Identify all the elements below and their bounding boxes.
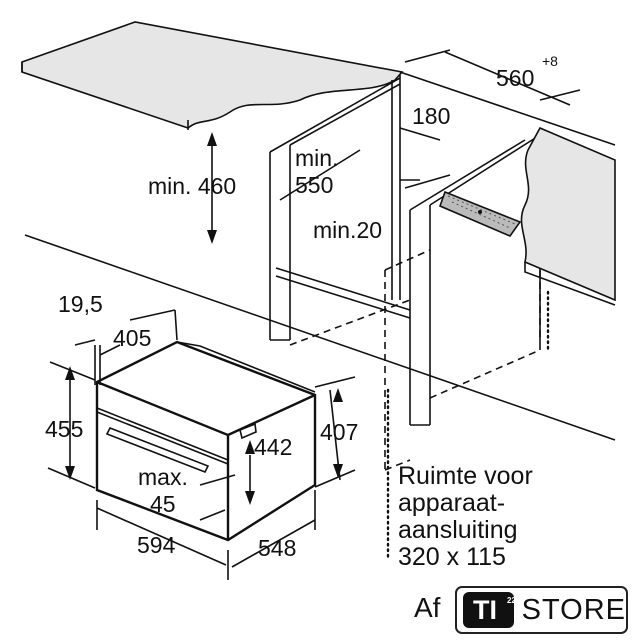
- note-line-3: aansluiting: [398, 516, 518, 544]
- dim-min-depth-value: 550: [295, 172, 333, 198]
- dim-min-height: min. 460: [148, 173, 236, 199]
- logo-badge-text: TI: [473, 595, 497, 625]
- logo-badge: TI 22: [463, 592, 516, 628]
- dim-inner-height: 442: [254, 434, 292, 460]
- arrow: [207, 132, 217, 146]
- note-line-4: 320 x 115: [398, 543, 506, 571]
- logo-badge-sup: 22: [507, 596, 516, 605]
- arrow: [245, 491, 255, 505]
- note-line-1: Ruimte voor: [398, 462, 533, 490]
- dim-min-depth-label: min.: [295, 145, 338, 171]
- ventilation-dot: [478, 210, 482, 214]
- countertop-right: [520, 126, 616, 302]
- oven: [95, 340, 317, 542]
- arrow: [207, 230, 217, 244]
- countertop-right-edge: [524, 262, 616, 306]
- dim-oven-height: 455: [45, 416, 83, 442]
- ventilation-hatch: [447, 195, 516, 229]
- cabinet-left: [269, 75, 401, 341]
- dim-oven-width: 594: [137, 532, 176, 558]
- countertop-edge: [21, 62, 189, 130]
- arrow: [65, 466, 75, 480]
- arrow: [333, 388, 343, 402]
- cabinet-right: [409, 130, 541, 426]
- floor-line: [24, 71, 616, 441]
- dim-oven-depth: 548: [258, 535, 296, 561]
- arrow: [65, 366, 75, 380]
- arrow: [333, 464, 343, 478]
- watermark-prefix: Af: [414, 592, 441, 623]
- cabinet-shelf: [275, 267, 411, 319]
- niche-outline: [289, 249, 541, 471]
- dim-max-label: max.: [138, 464, 188, 490]
- dim-min-gap: min.20: [313, 217, 382, 243]
- logo-store-text: STORE: [521, 594, 626, 626]
- dim-niche-width: 560: [496, 65, 534, 91]
- dim-top-depth: 405: [113, 325, 151, 351]
- dim-niche-width-tolerance: +8: [542, 53, 558, 69]
- arrow: [245, 440, 255, 454]
- dim-vent-depth: 180: [412, 103, 450, 129]
- countertop-left: [21, 21, 404, 129]
- dim-560-line: [404, 49, 581, 106]
- dim-front-panel: 19,5: [58, 291, 103, 317]
- dim-side-height: 407: [320, 419, 358, 445]
- dim-lines-oven: [47, 309, 356, 580]
- dim-max-value: 45: [150, 491, 176, 517]
- note-line-2: apparaat-: [398, 489, 505, 517]
- dim-lines-top: [211, 127, 451, 240]
- connection-area: [386, 290, 550, 562]
- store-logo: TI 22 STORE: [455, 586, 628, 634]
